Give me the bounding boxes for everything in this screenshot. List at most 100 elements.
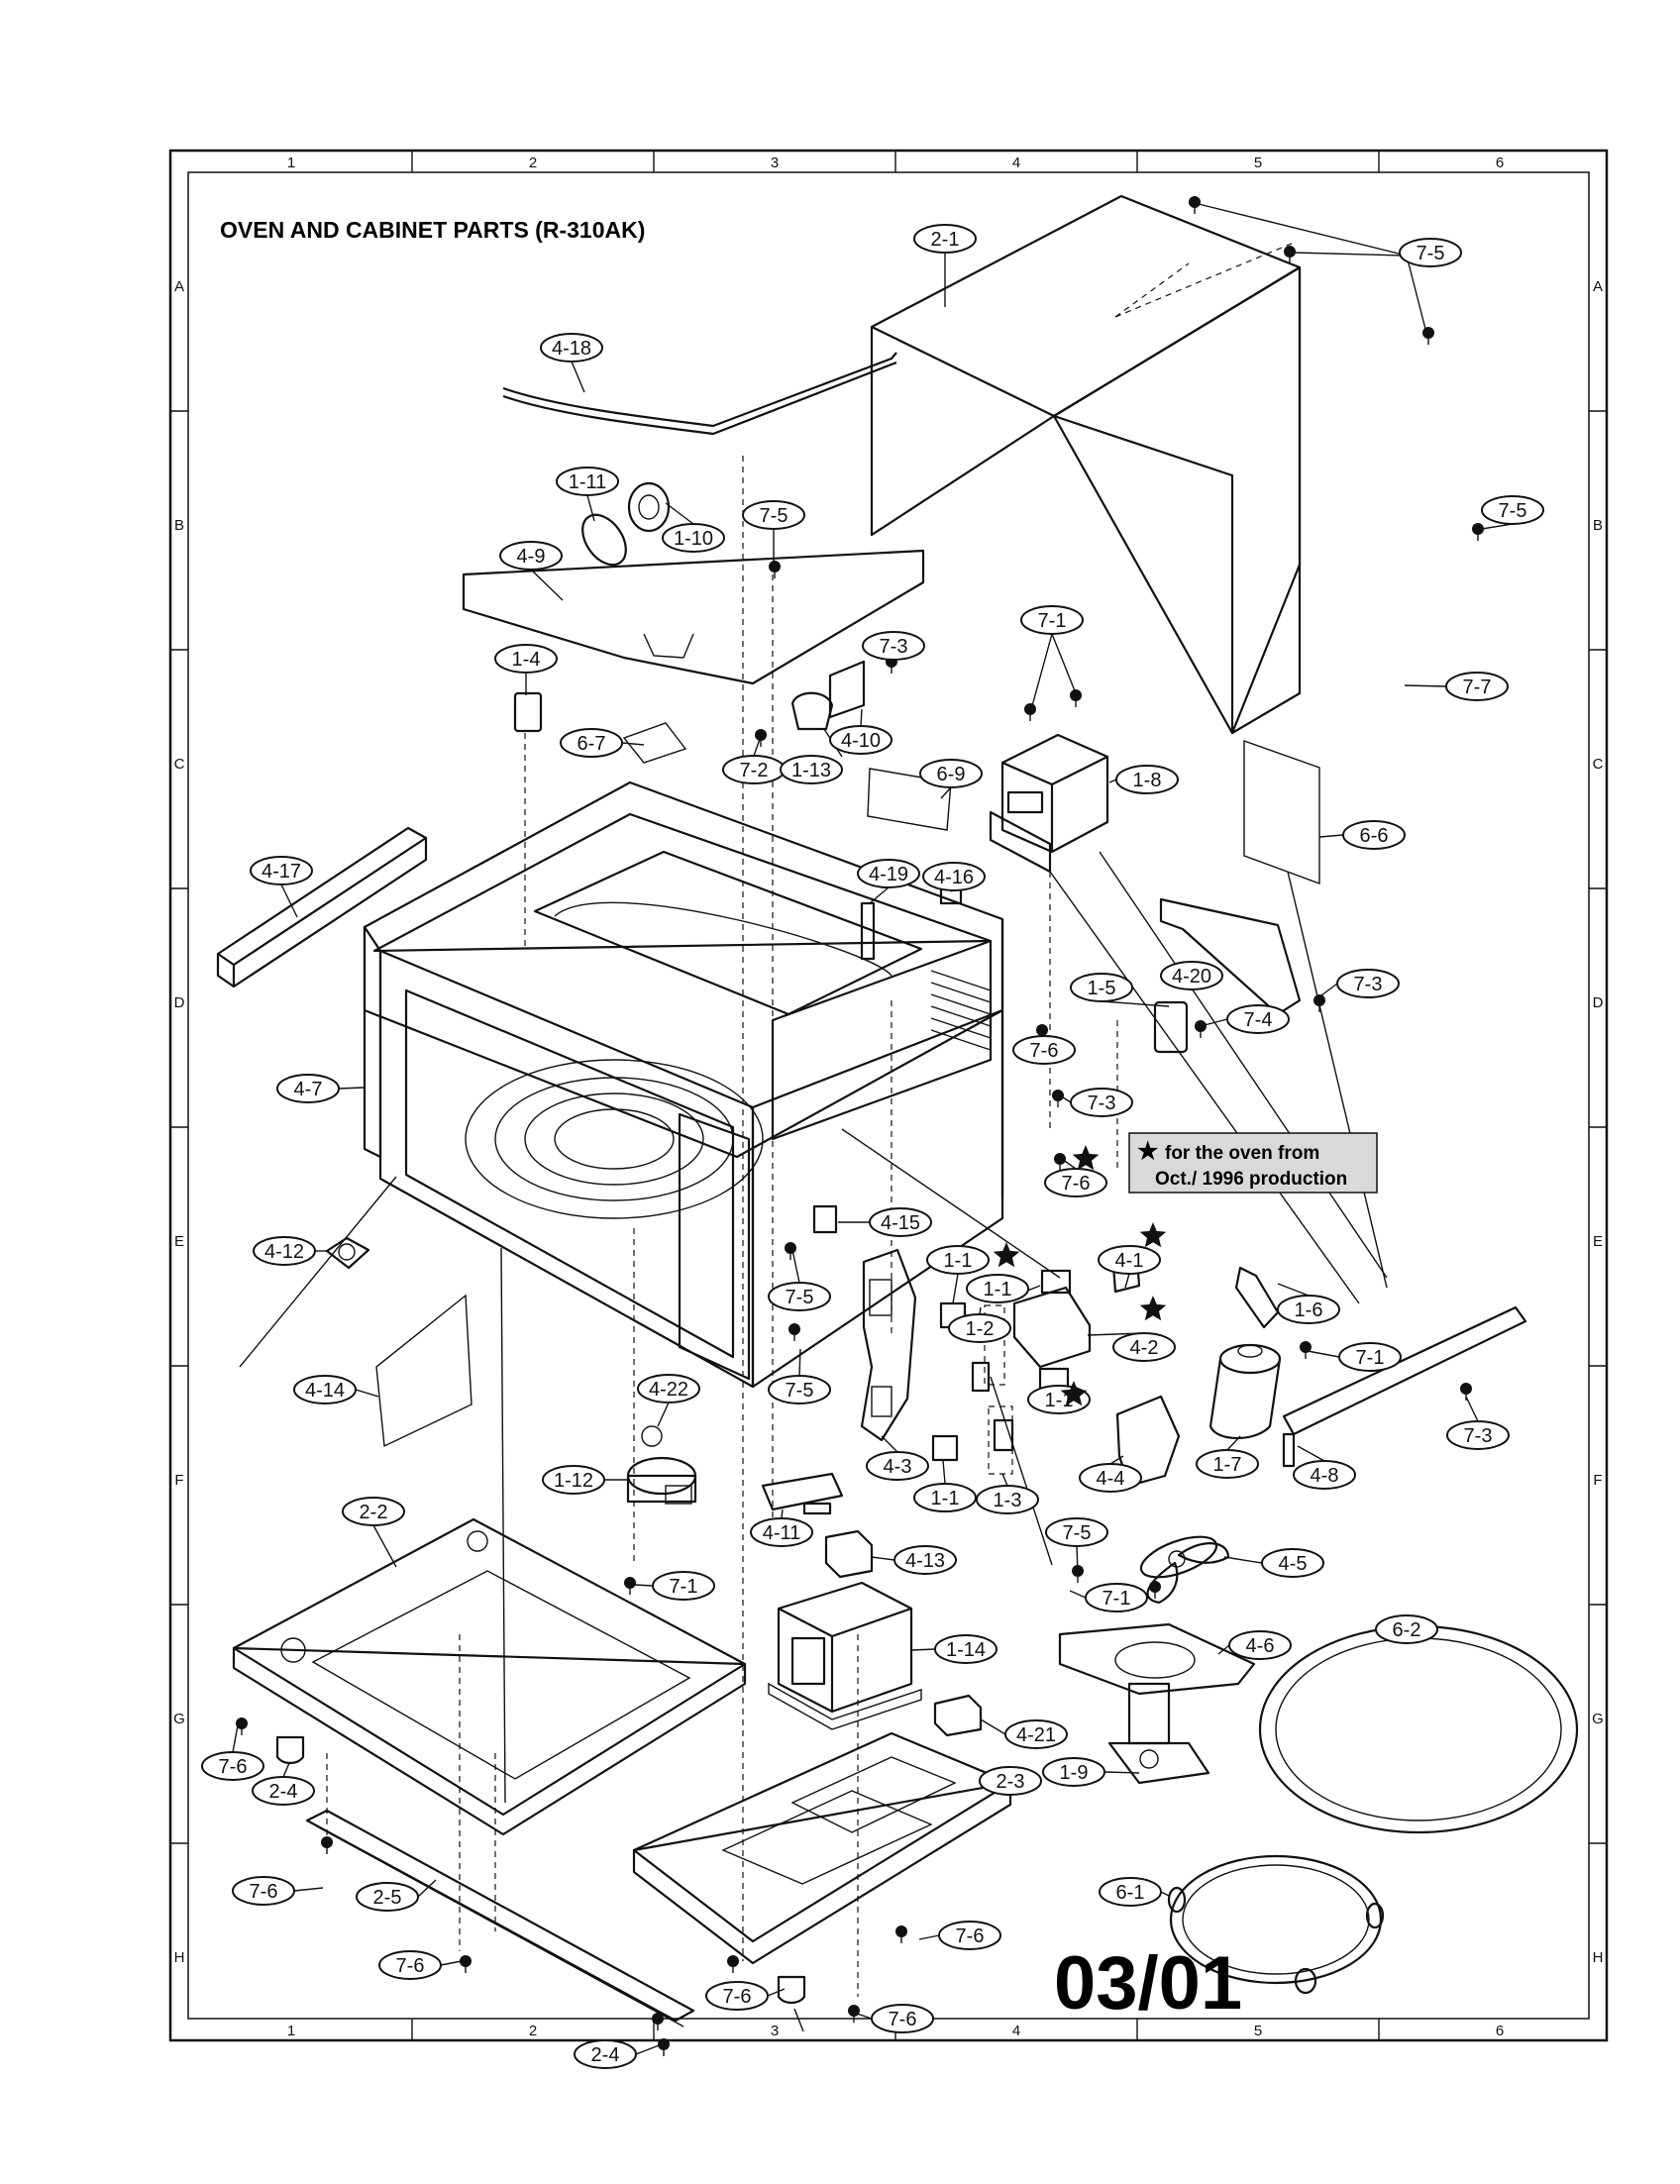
callout-2-2: 2-2 [342,1497,405,1526]
callout-label: 7-1 [1102,1588,1131,1610]
callout-label: 7-6 [889,2009,917,2030]
grid-row-right: H [1593,1949,1604,1966]
fan-blade-4-5 [1139,1535,1230,1605]
grid-column-bottom: 2 [529,2023,537,2039]
callout-label: 7-5 [1417,243,1445,264]
star-icon [1139,1222,1167,1248]
callout-label: 1-12 [554,1470,593,1492]
callout-label: 7-5 [760,505,788,527]
callout-label: 1-4 [512,649,541,671]
callout-label: 7-3 [1354,974,1383,995]
production-change-stars [993,1145,1167,1406]
outer-frame [168,149,1609,2042]
callout-1-2: 1-2 [948,1313,1011,1343]
callout-label: 4-11 [763,1522,801,1544]
grid-column-top: 1 [287,155,295,171]
callout-7-3: 7-3 [862,631,925,661]
callout-label: 6-7 [578,733,606,755]
callout-label: 7-6 [250,1881,278,1903]
callout-label: 7-1 [1356,1347,1385,1369]
callout-2-5: 2-5 [356,1882,419,1912]
callout-label: 7-5 [786,1380,814,1402]
callout-4-20: 4-20 [1160,961,1223,990]
callout-label: 4-1 [1115,1250,1144,1272]
grid-column-bottom: 3 [771,2023,779,2039]
callout-7-5: 7-5 [1399,238,1462,267]
callout-4-6: 4-6 [1228,1630,1292,1660]
callout-label: 4-16 [934,867,974,888]
callout-label: 1-6 [1295,1300,1323,1321]
grid-column-top: 5 [1254,155,1262,171]
callout-label: 4-8 [1311,1465,1339,1487]
callout-7-6: 7-6 [938,1921,1001,1950]
callout-1-4: 1-4 [494,644,558,674]
callout-label: 7-3 [1464,1425,1493,1447]
turntable-motor-1-12 [626,1456,697,1505]
callout-label: 7-6 [396,1955,425,1977]
callout-7-5: 7-5 [768,1375,831,1404]
grid-row-left: B [174,517,184,534]
callout-7-6: 7-6 [871,2004,934,2033]
grid-row-left: G [173,1711,185,1727]
callout-label: 6-1 [1116,1882,1145,1904]
note-star-icon: ★ [1137,1138,1159,1165]
callout-label: 4-15 [881,1212,920,1234]
callout-7-6: 7-6 [201,1751,264,1781]
callout-7-3: 7-3 [1070,1088,1133,1117]
callout-2-1: 2-1 [913,224,977,254]
callout-7-6: 7-6 [705,1981,769,2011]
parts-line-art [216,194,1579,2028]
callout-4-21: 4-21 [1004,1719,1068,1749]
callout-1-11: 1-11 [556,467,619,496]
grid-row-left: F [174,1472,183,1489]
production-note-box: ★ for the oven from Oct./ 1996 productio… [1128,1132,1378,1194]
callout-label: 1-1 [984,1279,1012,1300]
grid-row-left: A [174,278,184,295]
callout-label: 1-2 [966,1318,995,1340]
callout-4-4: 4-4 [1079,1463,1142,1493]
callout-7-5: 7-5 [768,1282,831,1311]
foot-2-4 [275,1735,806,2005]
callout-label: 4-7 [294,1079,323,1100]
callout-4-14: 4-14 [293,1375,357,1404]
callout-label: 7-6 [1062,1173,1091,1195]
callout-4-1: 4-1 [1098,1245,1161,1275]
callout-7-6: 7-6 [1012,1035,1076,1065]
callout-6-9: 6-9 [919,759,983,788]
callout-label: 6-6 [1360,825,1389,847]
callout-1-5: 1-5 [1070,973,1133,1002]
roller-ring-6-1 [1167,1854,1385,1995]
callout-label: 1-5 [1088,978,1116,999]
fan-motor-1-9 [1107,1682,1210,1785]
callout-7-1: 7-1 [652,1571,715,1601]
callout-7-5: 7-5 [1045,1517,1108,1547]
callout-label: 4-12 [264,1241,304,1263]
callout-4-3: 4-3 [866,1451,929,1481]
callout-1-12: 1-12 [542,1465,605,1495]
callout-label: 2-2 [360,1502,388,1523]
callout-7-3: 7-3 [1446,1420,1510,1450]
callout-label: 1-1 [931,1488,960,1509]
callout-1-8: 1-8 [1115,765,1179,794]
callout-4-13: 4-13 [893,1545,957,1575]
callout-label: 7-3 [1088,1092,1116,1114]
callout-7-6: 7-6 [378,1950,442,1980]
callout-7-2: 7-2 [722,755,786,784]
callout-1-7: 1-7 [1196,1449,1259,1479]
callout-label: 4-18 [552,338,591,360]
callout-label: 4-20 [1172,966,1211,988]
callout-label: 2-4 [591,2044,620,2066]
callout-label: 4-6 [1246,1635,1275,1657]
grid-column-bottom: 4 [1012,2023,1020,2039]
callout-label: 4-5 [1279,1553,1308,1575]
callout-label: 7-1 [670,1576,698,1598]
callout-label: 7-5 [1499,500,1527,522]
callout-1-1: 1-1 [926,1245,990,1275]
callout-label: 1-1 [944,1250,973,1272]
callout-label: 7-1 [1038,610,1067,632]
callout-4-8: 4-8 [1293,1460,1356,1490]
turntable-tray-6-2 [1258,1624,1579,1834]
callout-1-1: 1-1 [966,1274,1029,1303]
